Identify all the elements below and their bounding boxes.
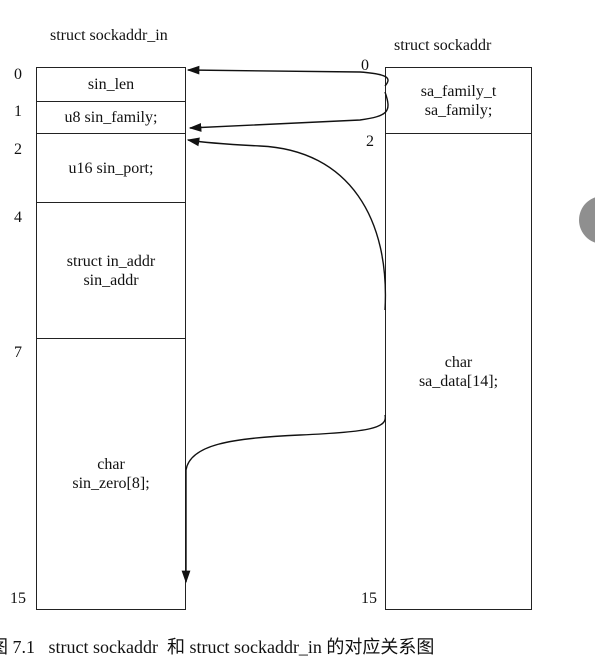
left-offset-4: 4 <box>14 209 22 226</box>
field-sin-port: u16 sin_port; <box>37 134 185 203</box>
arrow-sa-family-to-sin-family <box>188 91 389 132</box>
field-sin-len: sin_len <box>37 68 185 102</box>
field-sin-addr: struct in_addr sin_addr <box>37 203 185 339</box>
field-sin-family: u8 sin_family; <box>37 102 185 134</box>
field-sa-data: char sa_data[14]; <box>418 353 499 390</box>
right-struct-title: struct sockaddr <box>394 37 492 54</box>
right-offset-15: 15 <box>361 590 377 607</box>
arrow-sa-data-to-sin-port <box>186 137 387 311</box>
left-offset-0: 0 <box>14 66 22 83</box>
left-struct-title: struct sockaddr_in <box>50 27 168 44</box>
right-offset-0: 0 <box>361 57 369 74</box>
arrow-sa-family-to-sin-len <box>186 65 389 87</box>
left-offset-2: 2 <box>14 141 22 158</box>
field-sin-zero: char sin_zero[8]; <box>72 456 150 492</box>
sockaddr-in-struct: sin_len u8 sin_family; u16 sin_port; str… <box>36 67 186 610</box>
field-sa-family: sa_family_t sa_family; <box>386 68 531 134</box>
figure-caption: 图 7.1 struct sockaddr 和 struct sockaddr_… <box>0 637 435 657</box>
left-offset-15: 15 <box>10 590 26 607</box>
left-offset-1: 1 <box>14 103 22 120</box>
sockaddr-struct: sa_family_t sa_family; char sa_data[14]; <box>385 67 532 610</box>
right-offset-2: 2 <box>366 133 374 150</box>
left-offset-7: 7 <box>14 344 22 361</box>
arrow-sa-data-to-sin-zero <box>181 414 386 584</box>
page-tab-marker <box>579 196 595 244</box>
